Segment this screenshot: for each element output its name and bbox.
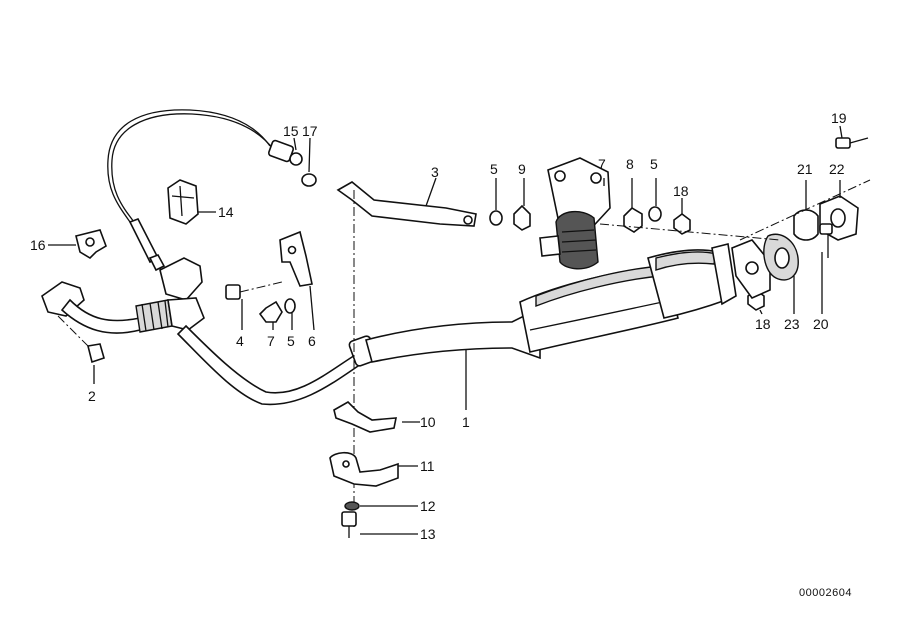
diagram-reference-number: 00002604 (799, 587, 852, 599)
callout-5-washer-mid: 5 (490, 161, 498, 177)
bracket-clamp (75, 229, 107, 260)
pipe-clamp (57, 315, 105, 364)
callout-7-mount: 7 (598, 156, 606, 172)
callout-21: 21 (797, 161, 813, 177)
washer (284, 298, 296, 314)
rubber-mount (539, 157, 611, 270)
callout-22: 22 (829, 161, 845, 177)
catalytic-converter-assembly (365, 243, 737, 363)
hex-bolt (225, 281, 283, 300)
front-exhaust-pipe (41, 257, 378, 406)
callout-14: 14 (218, 204, 234, 220)
callout-17: 17 (302, 123, 318, 139)
washer (648, 206, 662, 222)
callout-10: 10 (420, 414, 436, 430)
sealing-ring (301, 173, 317, 187)
spring-washer (344, 501, 360, 511)
hanger-clip (333, 401, 397, 433)
washer (489, 210, 503, 226)
callout-20: 20 (813, 316, 829, 332)
callout-19: 19 (831, 110, 847, 126)
hanger-bracket-lower (329, 451, 399, 487)
lambda-probe (128, 218, 187, 306)
cable-holder (167, 179, 199, 225)
leader-lines (48, 125, 843, 535)
flange-gasket (731, 239, 771, 299)
clamping-ring (793, 209, 819, 241)
callout-15: 15 (283, 123, 299, 139)
hex-nut (513, 204, 531, 231)
callout-8: 8 (626, 156, 634, 172)
callout-9: 9 (518, 161, 526, 177)
hanger-bracket (336, 177, 477, 227)
callout-16: 16 (30, 237, 46, 253)
callout-18-lower: 18 (755, 316, 771, 332)
callout-7-nut: 7 (267, 333, 275, 349)
callout-23: 23 (784, 316, 800, 332)
callout-18-upper: 18 (673, 183, 689, 199)
screw (819, 223, 833, 258)
callout-12: 12 (420, 498, 436, 514)
callout-4: 4 (236, 333, 244, 349)
callout-13: 13 (420, 526, 436, 542)
callout-2: 2 (88, 388, 96, 404)
oxygen-sensor-cable (107, 109, 303, 223)
callout-6: 6 (308, 333, 316, 349)
callout-5-washer-left: 5 (287, 333, 295, 349)
callout-1: 1 (462, 414, 470, 430)
hex-bolt-lower (341, 511, 357, 538)
callout-5-washer-right: 5 (650, 156, 658, 172)
callout-3: 3 (431, 164, 439, 180)
callout-11: 11 (420, 458, 435, 474)
hex-nut (258, 300, 283, 323)
screw (835, 137, 869, 149)
support-bracket (279, 230, 313, 287)
hex-nut (623, 206, 643, 233)
sealing-ring-flange (763, 233, 799, 281)
